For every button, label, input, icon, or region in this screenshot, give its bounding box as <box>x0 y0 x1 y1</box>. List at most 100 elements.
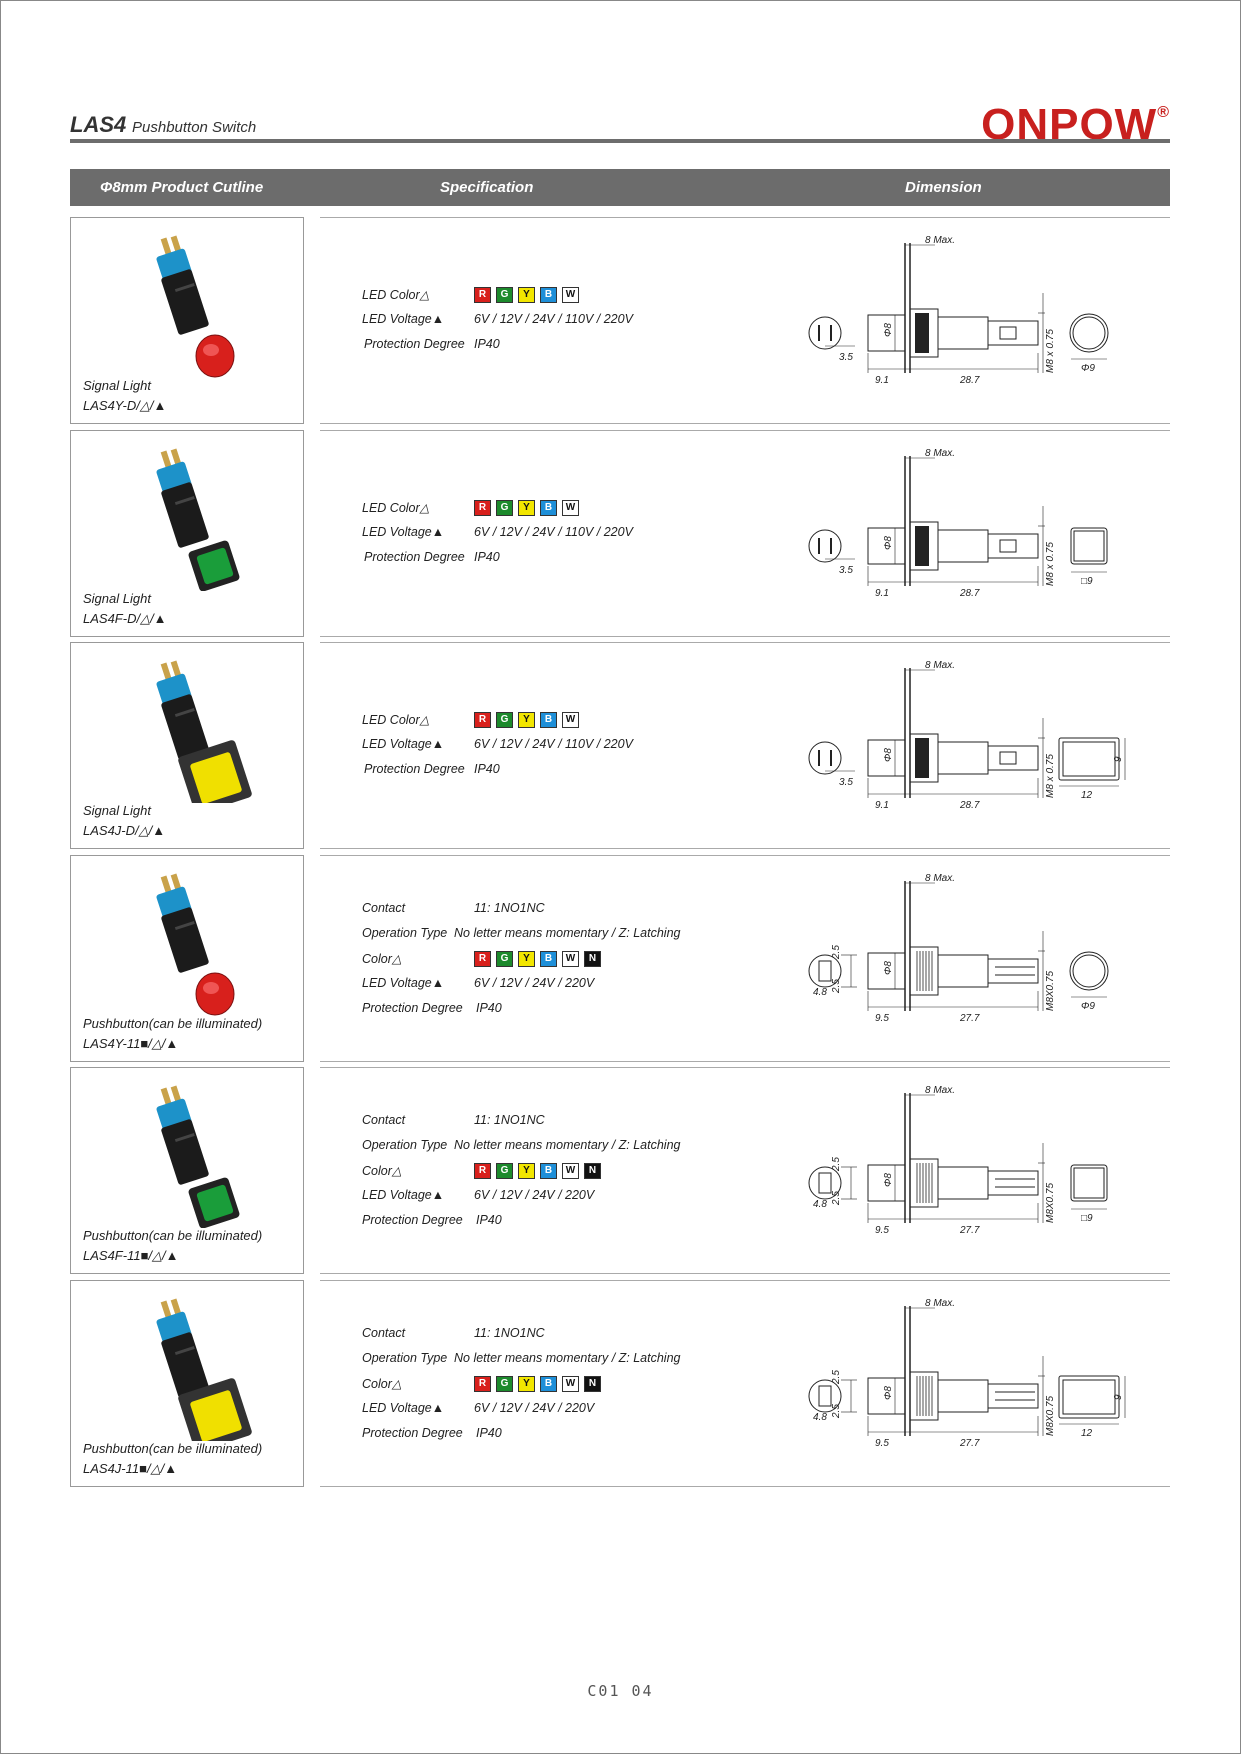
product-type: Pushbutton(can be illuminated) <box>83 1016 263 1031</box>
page-number: C01 04 <box>587 1682 654 1700</box>
color-chip-g: G <box>496 1376 513 1392</box>
row-divider <box>320 848 1170 849</box>
color-chip-b: B <box>540 1376 557 1392</box>
spec-label: Protection Degree <box>364 550 465 564</box>
dim-max-label: 8 Max. <box>925 1298 955 1309</box>
product-code: LAS4Y-D/△/▲ <box>83 398 167 413</box>
spec-label: Color△ <box>362 1164 402 1178</box>
color-chip-b: B <box>540 1163 557 1179</box>
dim-pitch1-label: 2.5 <box>831 1157 842 1172</box>
dim-length-a-label: 9.1 <box>875 588 889 599</box>
spec-label: Color△ <box>362 952 402 966</box>
color-chip-g: G <box>496 951 513 967</box>
product-image <box>156 235 235 378</box>
spec-value: IP40 <box>474 762 500 776</box>
product-image <box>156 448 240 591</box>
spec-value: No letter means momentary / Z: Latching <box>454 1138 681 1152</box>
dim-thread-label: M8 x 0.75 <box>1045 542 1056 586</box>
spec-value: IP40 <box>476 1001 502 1015</box>
spec-label: Contact <box>362 1113 406 1127</box>
dim-max-label: 8 Max. <box>925 448 955 459</box>
dim-thread-label: M8X0.75 <box>1045 971 1056 1011</box>
product-photo-box: Pushbutton(can be illuminated)LAS4F-11■/… <box>70 1067 304 1274</box>
spec-label: LED Color△ <box>362 501 430 515</box>
dim-diameter-label: Φ8 <box>883 961 894 975</box>
spec-label: LED Voltage▲ <box>362 1188 445 1202</box>
dim-pitch1-label: 2.5 <box>831 1370 842 1385</box>
product-image <box>156 1085 240 1228</box>
spec-label: Protection Degree <box>362 1213 463 1227</box>
spec-value: IP40 <box>474 550 500 564</box>
row-divider <box>320 430 1170 431</box>
dim-length-b-label: 28.7 <box>959 375 980 386</box>
spec-label: LED Voltage▲ <box>362 312 445 326</box>
spec-label: Color△ <box>362 1377 402 1391</box>
product-type: Signal Light <box>83 591 151 606</box>
color-chip-r: R <box>474 712 491 728</box>
spec-value: 11: 1NO1NC <box>474 901 545 915</box>
row-divider <box>320 1280 1170 1281</box>
dim-diameter-label: Φ8 <box>883 1173 894 1187</box>
product-type: Signal Light <box>83 378 151 393</box>
color-chip-g: G <box>496 1163 513 1179</box>
dim-pin-label: 3.5 <box>839 777 853 788</box>
color-chip-r: R <box>474 500 491 516</box>
color-chip-n: N <box>584 1376 601 1392</box>
color-chip-g: G <box>496 712 513 728</box>
col-product-cutline: Φ8mm Product Cutline <box>100 179 264 196</box>
dim-length-a-label: 9.5 <box>875 1225 889 1236</box>
dim-head-height-label: 9 <box>1113 1394 1124 1400</box>
product-type: Signal Light <box>83 803 151 818</box>
color-chip-r: R <box>474 951 491 967</box>
product-image <box>156 873 235 1016</box>
spec-value: No letter means momentary / Z: Latching <box>454 1351 681 1365</box>
dim-pin-label: 3.5 <box>839 565 853 576</box>
product-type: Pushbutton(can be illuminated) <box>83 1441 263 1456</box>
dim-length-b-label: 28.7 <box>959 800 980 811</box>
color-chip-w: W <box>562 1376 579 1392</box>
color-chip-n: N <box>584 951 601 967</box>
dim-length-a-label: 9.5 <box>875 1013 889 1024</box>
col-specification: Specification <box>440 179 534 196</box>
dim-max-label: 8 Max. <box>925 1085 955 1096</box>
spec-label: Protection Degree <box>362 1426 463 1440</box>
dim-diameter-label: Φ8 <box>883 536 894 550</box>
dim-length-b-label: 27.7 <box>959 1225 980 1236</box>
color-chip-b: B <box>540 712 557 728</box>
color-chip-g: G <box>496 287 513 303</box>
model-title: LAS4 <box>70 112 127 137</box>
spec-label: LED Color△ <box>362 288 430 302</box>
col-dimension: Dimension <box>905 179 982 196</box>
row-divider <box>320 1486 1170 1487</box>
row-divider <box>320 1067 1170 1068</box>
color-chip-y: Y <box>518 712 535 728</box>
product-photo-box: Pushbutton(can be illuminated)LAS4J-11■/… <box>70 1280 304 1487</box>
product-row: Pushbutton(can be illuminated)LAS4F-11■/… <box>70 1067 1170 1274</box>
dim-thread-label: M8 x 0.75 <box>1045 329 1056 373</box>
dim-length-a-label: 9.1 <box>875 800 889 811</box>
spec-label: LED Voltage▲ <box>362 976 445 990</box>
color-chip-w: W <box>562 1163 579 1179</box>
dim-head-label: 12 <box>1081 1428 1093 1439</box>
color-chip-r: R <box>474 1163 491 1179</box>
spec-value: 11: 1NO1NC <box>474 1113 545 1127</box>
product-code: LAS4J-D/△/▲ <box>83 823 166 838</box>
spec-label: LED Voltage▲ <box>362 737 445 751</box>
spec-label: Operation Type <box>362 1138 448 1152</box>
product-image <box>156 1298 252 1441</box>
